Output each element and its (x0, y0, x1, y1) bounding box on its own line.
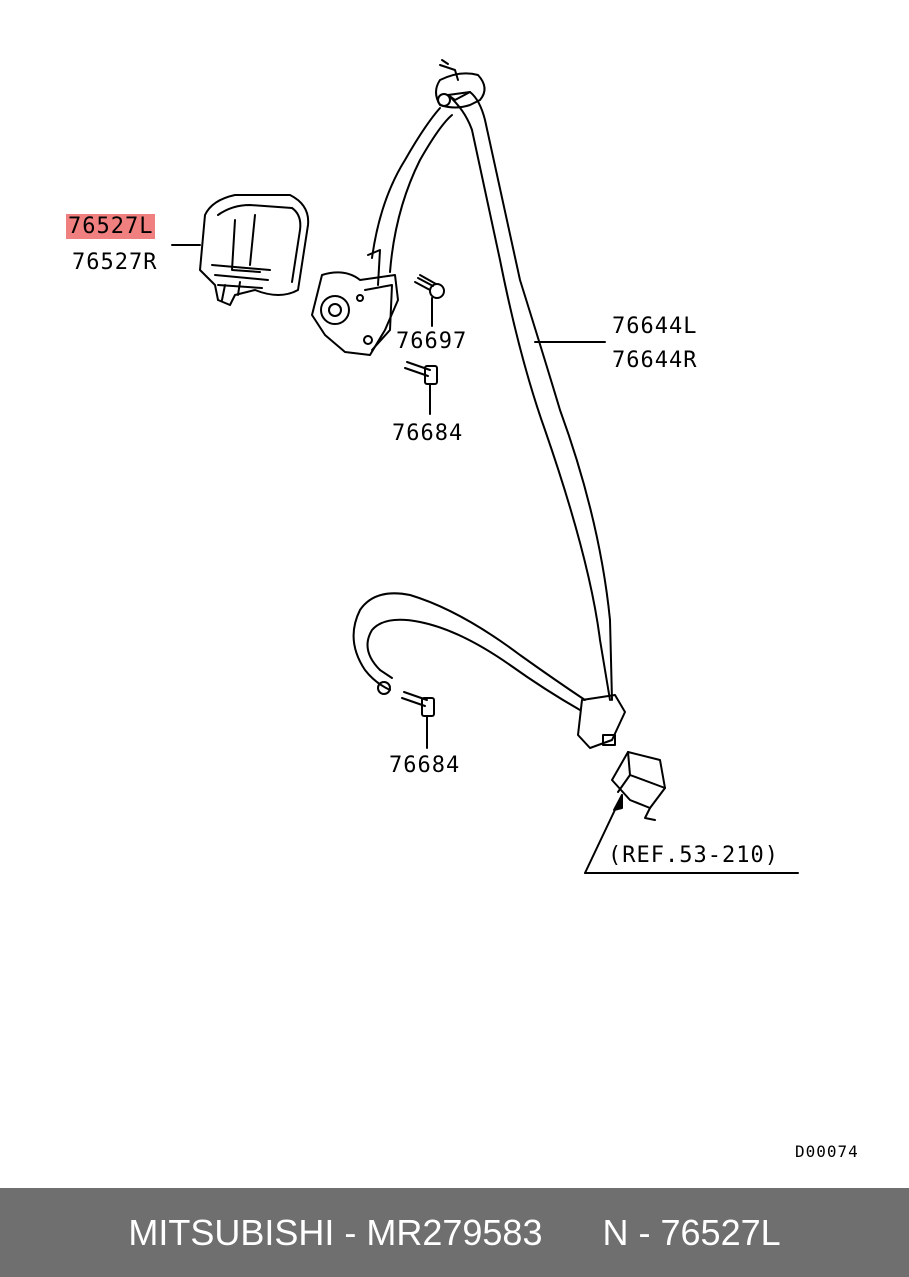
highlighted-part-label: 76527L (66, 214, 156, 239)
footer-ref-prefix: N - (602, 1211, 661, 1253)
buckle-ref-arrow (584, 794, 799, 874)
label-buckle-ref[interactable]: (REF.53-210) (608, 843, 779, 868)
label-76527R[interactable]: 76527R (72, 250, 158, 275)
footer-separator: - (334, 1211, 367, 1253)
screw-76697 (414, 274, 445, 327)
footer-part-number: MR279583 (366, 1211, 543, 1253)
footer-bar: MITSUBISHI - MR279583 N - 76527L (0, 1188, 909, 1277)
diagram-code: D00074 (795, 1142, 859, 1161)
webbing-main-section (447, 91, 613, 701)
webbing-lap-section (352, 592, 586, 711)
tongue-plate (577, 694, 626, 749)
buckle-part (611, 751, 666, 821)
label-76697[interactable]: 76697 (396, 329, 468, 354)
d-ring-anchor (435, 59, 486, 109)
webbing-upper-section (371, 107, 453, 273)
label-76644R[interactable]: 76644R (612, 348, 698, 373)
footer-brand: MITSUBISHI (128, 1211, 335, 1253)
bolt-lower-76684 (401, 691, 435, 749)
seat-belt-diagram (171, 59, 799, 874)
bolt-upper-76684 (404, 361, 438, 415)
label-76684-upper[interactable]: 76684 (392, 421, 464, 446)
trim-cover-part (199, 194, 310, 306)
footer-ref-number: 76527L (660, 1211, 781, 1253)
label-76527L[interactable]: 76527L (66, 214, 156, 239)
footer-gap (542, 1212, 602, 1254)
label-76684-lower[interactable]: 76684 (389, 753, 461, 778)
label-76644L[interactable]: 76644L (612, 314, 698, 339)
retractor-part (311, 249, 399, 356)
